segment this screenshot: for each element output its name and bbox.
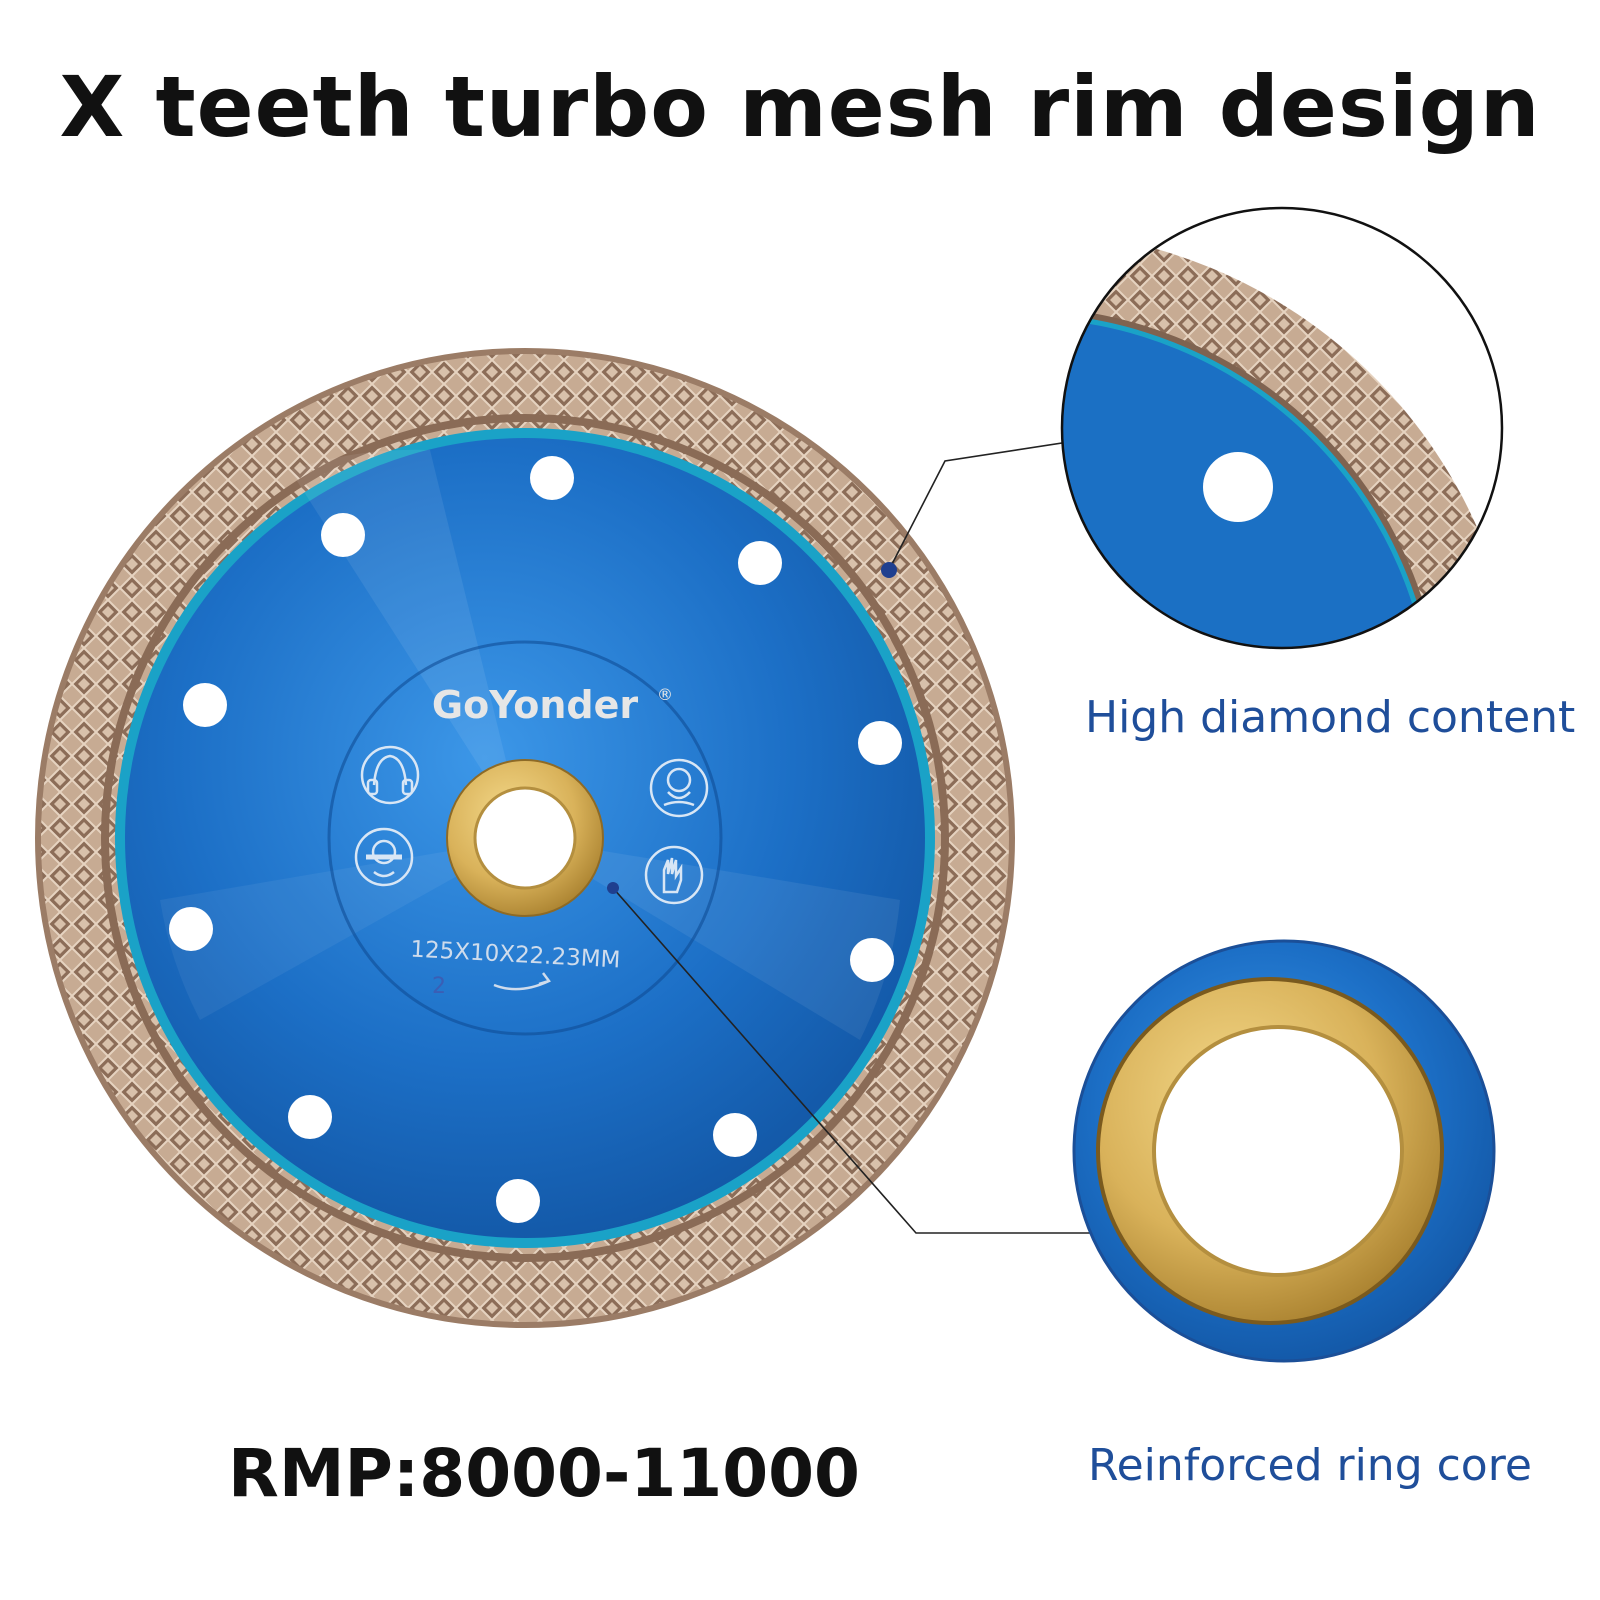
blade-marker-number: 2: [432, 974, 446, 999]
gloves-icon: [644, 845, 704, 905]
safety-icons: [354, 745, 709, 905]
saw-blade: GoYonder ®: [35, 348, 1015, 1328]
arbor-hole: [475, 788, 575, 888]
callout-reinforced-ring-core: Reinforced ring core: [1088, 1440, 1532, 1491]
leader-dot-ring: [607, 882, 619, 894]
rotation-arrow-icon: [493, 972, 551, 991]
registered-mark: ®: [657, 685, 673, 704]
leader-dot-rim: [881, 562, 897, 578]
ear-protection-icon: [360, 745, 420, 805]
callout-high-diamond-content: High diamond content: [1085, 692, 1576, 743]
rpm-label: RMP:8000-11000: [228, 1435, 860, 1512]
dust-mask-icon: [649, 758, 709, 818]
cooling-holes: [169, 456, 902, 1223]
headline: X teeth turbo mesh rim design: [59, 58, 1541, 156]
zoom-cooling-hole: [1203, 452, 1273, 522]
brand-logo-text: GoYonder: [432, 683, 638, 727]
eye-protection-icon: [354, 827, 414, 887]
zoom-ring-core: [1072, 939, 1496, 1363]
zoom-rim-detail: [1060, 206, 1504, 650]
